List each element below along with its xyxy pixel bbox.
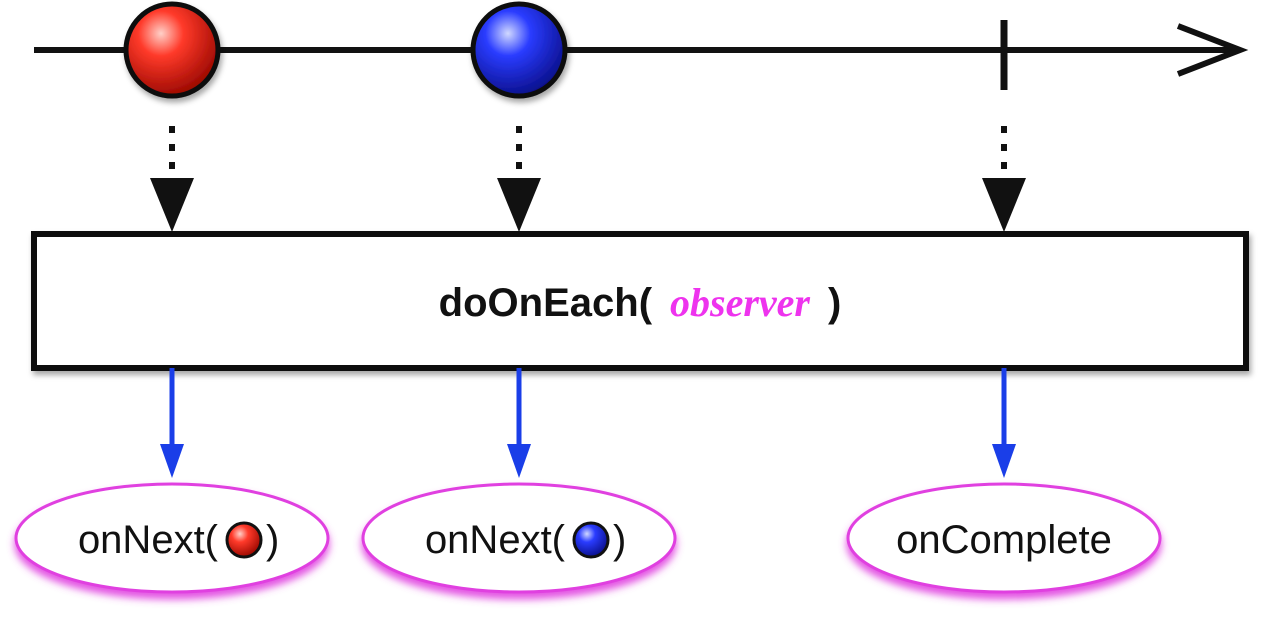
callback-label-2-prefix: onNext( bbox=[425, 518, 566, 562]
operator-box: doOnEach( observer ) bbox=[31, 231, 1249, 371]
timeline-arrowhead bbox=[1176, 23, 1249, 77]
callback-label-2-suffix: ) bbox=[613, 518, 626, 562]
callback-marble-blue bbox=[572, 521, 610, 559]
source-marble-red bbox=[123, 1, 221, 99]
operator-label: doOnEach( observer ) bbox=[439, 280, 842, 325]
callback-arrows bbox=[160, 368, 1016, 478]
callback-arrowhead-1 bbox=[160, 444, 184, 478]
operator-name: doOnEach( bbox=[439, 281, 653, 325]
source-marble-blue bbox=[470, 1, 568, 99]
callback-label-1-prefix: onNext( bbox=[78, 518, 219, 562]
emission-arrowhead-red bbox=[150, 178, 194, 232]
callback-label-1-suffix: ) bbox=[266, 518, 279, 562]
source-timeline bbox=[34, 1, 1249, 99]
callback-ellipse-2 bbox=[361, 482, 677, 594]
callback-ellipse-3 bbox=[846, 482, 1162, 594]
callback-marble-red bbox=[225, 521, 263, 559]
callback-arrowhead-2 bbox=[507, 444, 531, 478]
callback-onnext-red: onNext( ) bbox=[14, 482, 330, 594]
callback-arrowhead-3 bbox=[992, 444, 1016, 478]
operator-param: observer bbox=[670, 280, 810, 325]
operator-box-rect bbox=[31, 231, 1249, 371]
emission-arrows bbox=[150, 126, 1026, 232]
callback-ellipse-1 bbox=[14, 482, 330, 594]
operator-close: ) bbox=[828, 281, 841, 325]
callback-oncomplete: onComplete bbox=[846, 482, 1162, 594]
callback-onnext-blue: onNext( ) bbox=[361, 482, 677, 594]
emission-arrowhead-blue bbox=[497, 178, 541, 232]
callback-label-3: onComplete bbox=[896, 518, 1112, 562]
emission-arrowhead-complete bbox=[982, 178, 1026, 232]
